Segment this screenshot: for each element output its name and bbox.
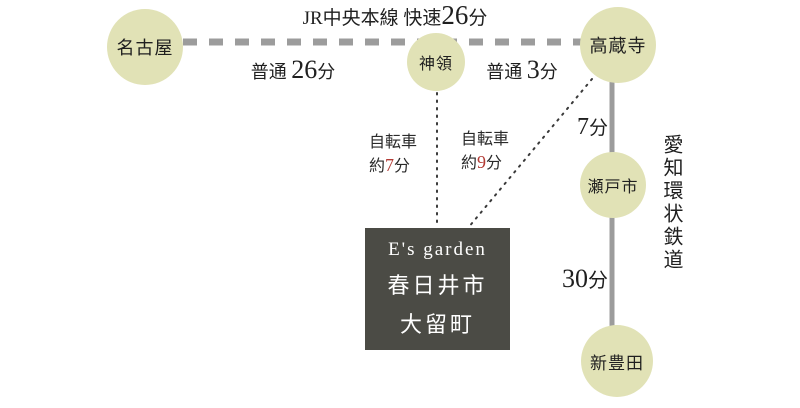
jr-line-caption: JR中央本線 快速26分 [250, 0, 540, 31]
local-unit: 分 [539, 62, 558, 82]
local-minutes: 26 [291, 55, 318, 84]
station-jinryo: 神領 [407, 33, 465, 91]
bike-route-from-kozoji [467, 78, 593, 229]
approx-label: 約 [369, 158, 386, 175]
destination-box: E's garden 春日井市 大留町 [365, 228, 510, 350]
local-unit: 分 [317, 62, 336, 82]
station-shintoyota: 新豊田 [581, 325, 653, 397]
loop-kozoji-setoshi-caption: 7分 [556, 113, 608, 141]
bike-label: 自転車 [369, 134, 418, 151]
loop-setoshi-shintoyota-caption: 30分 [546, 264, 608, 294]
jr-line-name: JR中央本線 快速 [302, 8, 442, 29]
station-label: 瀬戸市 [587, 179, 639, 196]
approx-label: 約 [461, 155, 478, 172]
local-minutes: 3 [526, 55, 540, 84]
segment-unit: 分 [588, 118, 608, 139]
aichi-loop-line-name: 愛知環状鉄道 [660, 134, 682, 272]
destination-town: 大留町 [399, 312, 475, 337]
station-label: 名古屋 [116, 38, 174, 58]
station-nagoya: 名古屋 [107, 9, 183, 85]
bike-unit: 分 [394, 158, 411, 175]
bike-caption-from-kozoji: 自転車 約9分 [461, 128, 509, 175]
segment-minutes: 30 [562, 264, 588, 293]
local-jinryo-kozoji-caption: 普通 3分 [474, 55, 570, 85]
segment-minutes: 7 [576, 114, 589, 140]
jr-rapid-minutes: 26 [441, 0, 469, 30]
bike-minutes-line: 約9分 [461, 151, 509, 175]
destination-name: E's garden [388, 239, 487, 260]
station-label: 高蔵寺 [589, 36, 647, 56]
station-label: 神領 [418, 56, 453, 73]
local-label: 普通 [486, 62, 527, 82]
local-nagoya-jinryo-caption: 普通 26分 [226, 55, 360, 85]
bike-label: 自転車 [461, 131, 510, 148]
local-label: 普通 [250, 62, 292, 82]
destination-city: 春日井市 [387, 273, 488, 298]
station-setoshi: 瀬戸市 [580, 152, 646, 218]
bike-minutes: 7 [385, 155, 395, 175]
bike-minutes: 9 [477, 152, 487, 172]
segment-unit: 分 [588, 270, 608, 292]
bike-unit: 分 [486, 155, 503, 172]
station-label: 新豊田 [590, 353, 644, 373]
jr-rapid-unit: 分 [468, 8, 488, 29]
bike-minutes-line: 約7分 [369, 154, 417, 178]
station-kozoji: 高蔵寺 [580, 7, 656, 83]
bike-caption-from-jinryo: 自転車 約7分 [369, 131, 417, 178]
